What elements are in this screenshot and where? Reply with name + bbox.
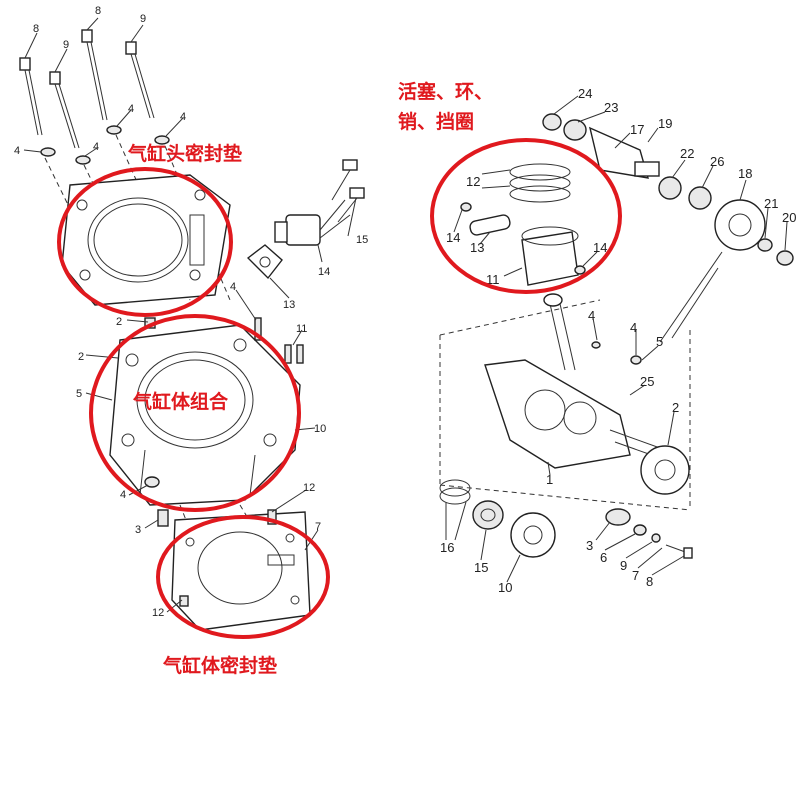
crank-bearings-seals [439,479,693,559]
cylinder-block [109,317,304,531]
part-number: 18 [738,166,752,181]
part-number: 8 [95,5,101,17]
highlight-ring-cylinder-block [89,314,301,512]
crank-balancer-shaft [542,113,794,343]
part-number: 12 [466,174,480,189]
part-number: 9 [140,13,146,25]
part-number: 21 [764,196,778,211]
part-number: 2 [78,351,84,363]
part-number: 25 [640,374,654,389]
part-number: 3 [586,538,593,553]
part-number: 10 [314,423,326,435]
part-number: 2 [672,400,679,415]
cylinder-base-gasket [171,509,311,631]
part-number: 14 [593,240,607,255]
part-number: 4 [93,141,99,153]
part-number: 4 [120,489,126,501]
part-number: 12 [152,607,164,619]
highlight-ring-piston-kit [430,138,622,294]
part-number: 5 [76,388,82,400]
part-number: 16 [440,540,454,555]
tensioner-assembly [246,159,365,280]
caption-piston-line1: 活塞、环、 [398,80,493,103]
part-number: 14 [318,266,330,278]
part-number: 12 [303,482,315,494]
part-number: 7 [632,568,639,583]
part-number: 23 [604,100,618,115]
part-number: 4 [230,281,236,293]
part-number: 13 [470,240,484,255]
part-number: 4 [14,145,20,157]
crankshaft-assembly [439,293,691,511]
part-number: 15 [356,234,368,246]
part-number: 3 [135,524,141,536]
part-number: 9 [63,39,69,51]
caption-cylinder-assembly: 气缸体组合 [132,390,229,413]
part-number: 13 [283,299,295,311]
part-number: 19 [658,116,672,131]
cylinder-head-gasket [61,174,231,306]
part-number: 4 [630,320,637,335]
part-number: 20 [782,210,796,225]
part-number: 6 [600,550,607,565]
cylinder-head-bolts [19,29,231,301]
part-number: 14 [446,230,460,245]
part-number: 22 [680,146,694,161]
highlight-ring-base-gasket [156,515,330,639]
part-number: 1 [546,472,553,487]
part-number: 9 [620,558,627,573]
part-number: 8 [33,23,39,35]
part-number: 4 [180,111,186,123]
part-number: 10 [498,580,512,595]
right-part-numbers: 24 23 17 19 22 26 18 21 20 12 14 13 11 1… [440,86,796,595]
part-number: 11 [296,323,307,335]
part-number: 8 [646,574,653,589]
caption-base-gasket: 气缸体密封垫 [162,654,277,677]
part-number: 15 [474,560,488,575]
part-number: 17 [630,122,644,137]
part-number: 4 [588,308,595,323]
right-leader-lines [445,95,788,583]
caption-piston-line2: 销、挡圈 [398,110,474,133]
part-number: 26 [710,154,724,169]
part-number: 11 [486,272,500,287]
left-part-numbers: 8 8 9 9 4 4 4 4 15 14 13 2 2 4 11 5 10 4… [14,5,368,619]
piston-kit [460,163,586,286]
highlight-ring-head-gasket [57,167,233,317]
part-number: 24 [578,86,592,101]
part-number: 4 [128,103,134,115]
part-number: 5 [656,334,663,349]
caption-head-gasket: 气缸头密封垫 [127,142,242,165]
part-number: 7 [315,521,321,533]
part-number: 2 [116,316,122,328]
